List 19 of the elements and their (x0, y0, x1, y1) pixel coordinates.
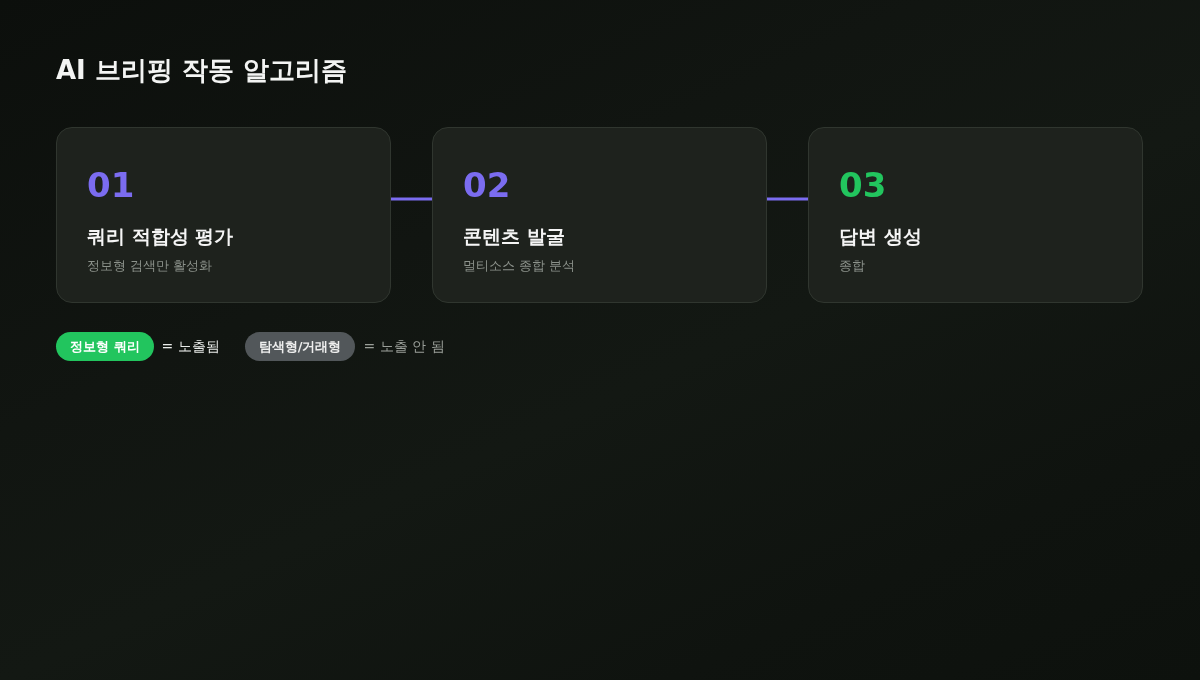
step-description: 멀티소스 종합 분석 (463, 257, 576, 275)
step-title: 쿼리 적합성 평가 (87, 224, 234, 249)
step-card (808, 127, 1143, 303)
step-title: 콘텐츠 발굴 (463, 224, 565, 249)
legend-badge: 정보형 쿼리 (56, 332, 154, 361)
step-number: 01 (87, 165, 135, 206)
step-number: 03 (839, 165, 887, 206)
title: AI 브리핑 작동 알고리즘 (56, 54, 347, 87)
connector-line (391, 197, 432, 201)
step-title: 답변 생성 (839, 224, 922, 249)
step-number: 02 (463, 165, 511, 206)
step-description: 종합 (839, 257, 865, 275)
connector-line (767, 197, 808, 201)
step-card (56, 127, 391, 303)
step-description: 정보형 검색만 활성화 (87, 257, 213, 275)
legend-description: = 노출됨 (161, 337, 220, 356)
legend-description: = 노출 안 됨 (363, 337, 445, 356)
legend-badge: 탐색형/거래형 (244, 332, 356, 361)
step-card (432, 127, 767, 303)
